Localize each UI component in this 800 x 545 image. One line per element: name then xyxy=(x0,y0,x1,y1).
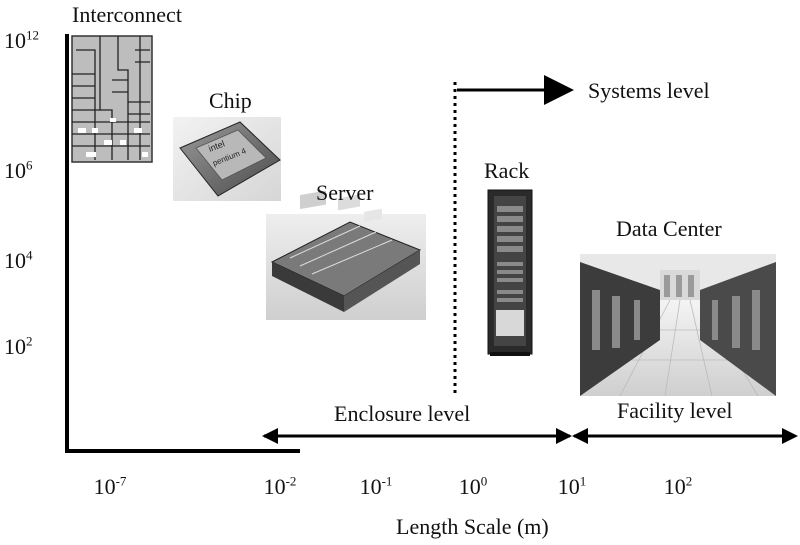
x-tick-1e0: 100 xyxy=(458,473,488,499)
x-tick-1e1: 101 xyxy=(557,473,587,499)
server-label: Server xyxy=(316,180,374,205)
enclosure-level-label: Enclosure level xyxy=(334,401,471,426)
x-tick-1e-2: 10-2 xyxy=(263,473,297,499)
rack-label: Rack xyxy=(484,158,530,183)
rack-image xyxy=(487,189,533,356)
chip-label: Chip xyxy=(209,88,252,113)
server-image xyxy=(266,190,426,320)
y-tick-1e2: 102 xyxy=(4,333,33,359)
x-tick-1e-1: 10-1 xyxy=(359,473,393,499)
enclosure-arrowhead-right xyxy=(556,428,572,444)
interconnect-image xyxy=(71,35,153,163)
x-axis-label: Length Scale (m) xyxy=(396,514,549,539)
systems-level-label: Systems level xyxy=(588,78,710,103)
y-tick-1e6: 106 xyxy=(4,157,33,183)
x-tick-1e-7: 10-7 xyxy=(93,473,127,499)
enclosure-arrowhead-left xyxy=(262,428,278,444)
facility-level-label: Facility level xyxy=(617,398,733,423)
y-tick-1e12: 1012 xyxy=(4,27,39,53)
data-center-image xyxy=(580,254,776,397)
chip-image: intel pentium 4 xyxy=(173,117,281,201)
y-tick-1e4: 104 xyxy=(4,247,33,273)
interconnect-label: Interconnect xyxy=(72,2,182,27)
facility-arrowhead-left xyxy=(572,428,588,444)
data-center-label: Data Center xyxy=(616,216,722,241)
x-tick-1e2: 102 xyxy=(663,473,693,499)
facility-arrowhead-right xyxy=(782,428,798,444)
